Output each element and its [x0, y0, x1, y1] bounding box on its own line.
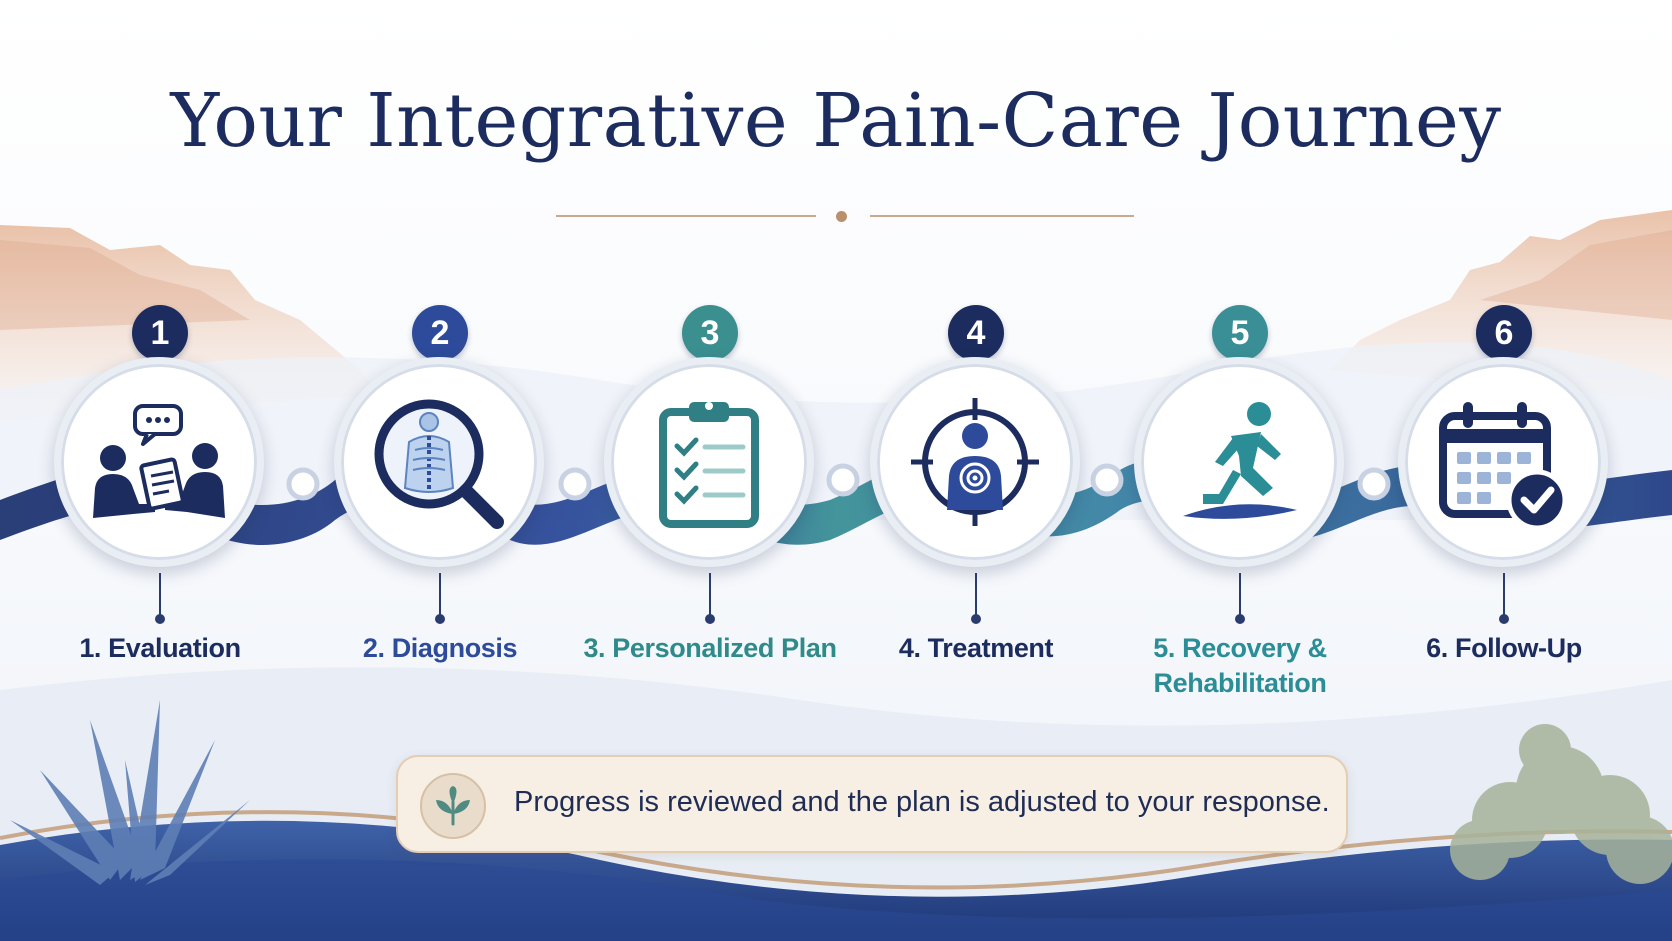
calendar-check-icon — [1439, 402, 1568, 531]
step-stem — [439, 573, 441, 617]
step-stem-dot — [705, 614, 715, 624]
progress-note-text: Progress is reviewed and the plan is adj… — [514, 786, 1330, 818]
step-icon-circle — [54, 357, 264, 567]
title-divider-dot — [836, 211, 847, 222]
step-stem-dot — [435, 614, 445, 624]
title-divider-right — [870, 215, 1134, 217]
step-stem — [1503, 573, 1505, 617]
step-number-badge: 5 — [1212, 305, 1268, 370]
page-title: Your Integrative Pain-Care Journey — [170, 78, 1502, 164]
step-stem — [159, 573, 161, 617]
step-icon-circle — [870, 357, 1080, 567]
title-divider-left — [556, 215, 816, 217]
step-number-badge: 6 — [1476, 305, 1532, 370]
ribbon-connectors — [286, 463, 1391, 501]
clipboard-checklist-icon — [659, 402, 759, 528]
step-stem — [709, 573, 711, 617]
step-stem-dot — [155, 614, 165, 624]
consultation-icon — [93, 404, 225, 518]
step-icon-circle — [1134, 357, 1344, 567]
step-number-badge: 1 — [132, 305, 188, 370]
step-stem-dot — [1235, 614, 1245, 624]
progress-note-banner: Progress is reviewed and the plan is adj… — [396, 755, 1348, 853]
leaf-sprout-badge — [420, 773, 486, 839]
step-label: 3. Personalized Plan — [583, 633, 837, 663]
step-stem — [975, 573, 977, 617]
step-icon-circle — [1398, 357, 1608, 567]
step-number-badge: 3 — [682, 305, 738, 370]
leaf-sprout-icon — [436, 786, 470, 826]
step-label: 6. Follow-Up — [1426, 633, 1582, 663]
spine-magnifier-icon — [374, 399, 504, 529]
step-stem — [1239, 573, 1241, 617]
step-stem-dot — [971, 614, 981, 624]
step-stem-dot — [1499, 614, 1509, 624]
step-label: 5. Recovery & Rehabilitation — [1153, 633, 1327, 698]
step-icon-circle — [604, 357, 814, 567]
step-label: 1. Evaluation — [79, 633, 241, 663]
shrub-right — [1450, 724, 1672, 884]
target-body-icon — [911, 398, 1039, 526]
step-label: 2. Diagnosis — [362, 633, 518, 663]
step-number-badge: 2 — [412, 305, 468, 370]
step-label: 4. Treatment — [898, 633, 1054, 663]
step-icon-circle — [334, 357, 544, 567]
running-person-icon — [1183, 402, 1297, 519]
step-number-badge: 4 — [948, 305, 1004, 370]
agave-plant-left — [10, 700, 250, 885]
